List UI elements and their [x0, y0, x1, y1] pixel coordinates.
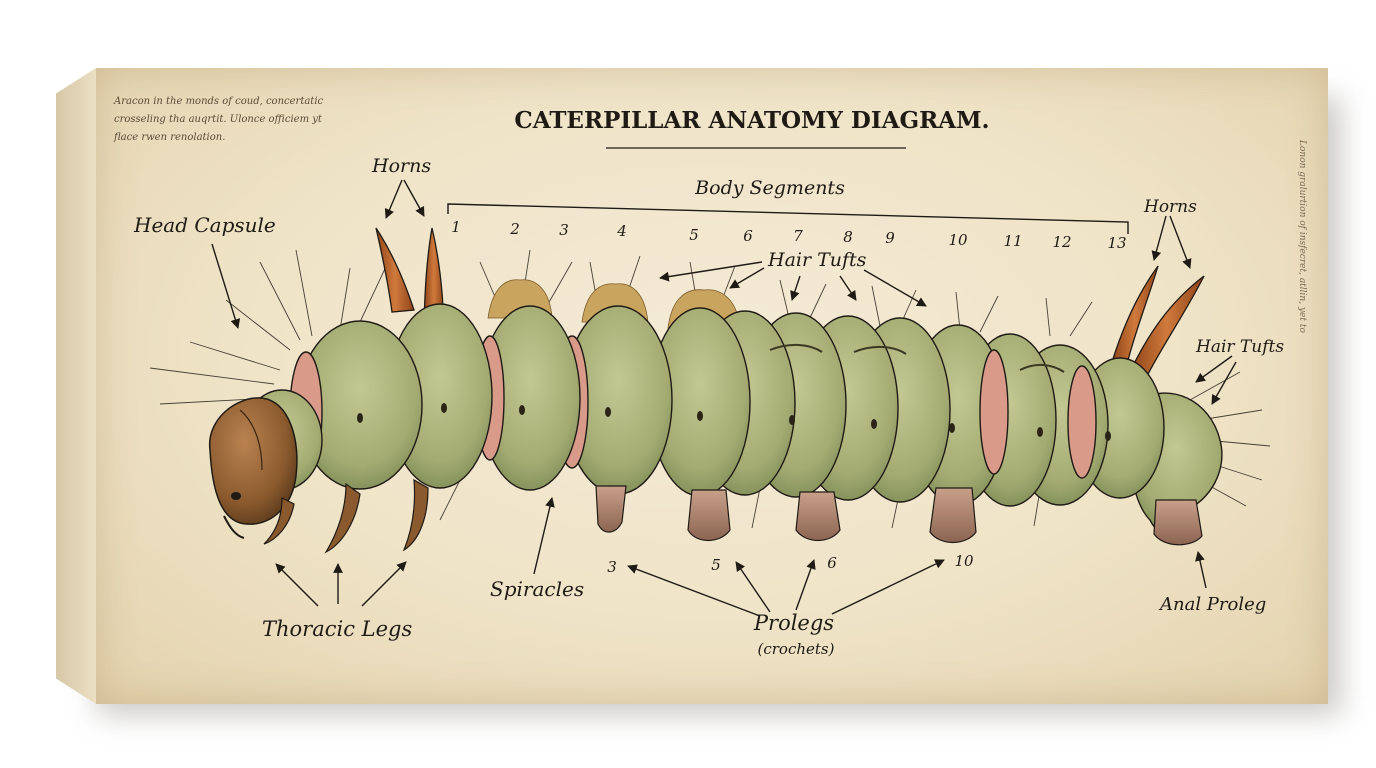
label-horns-rear: Horns: [1143, 197, 1197, 217]
label-horns-front: Horns: [371, 155, 431, 177]
proleg-5: [688, 490, 730, 541]
label-body-segments: Body Segments: [694, 177, 845, 199]
label-spiracles: Spiracles: [490, 577, 584, 601]
segment-number-10: 10: [948, 231, 968, 249]
body-segments-bracket: [448, 204, 1128, 234]
segment-number-5: 5: [689, 226, 699, 244]
segment-number-9: 9: [885, 229, 895, 247]
proleg-6: [796, 492, 840, 541]
proleg-number-6: 6: [827, 554, 837, 572]
segment-numbers: 1 2 3 4 5 6 7 8 9 10 11 12 13: [451, 218, 1126, 252]
segment-number-4: 4: [616, 222, 627, 240]
diagram-title: CATERPILLAR ANATOMY DIAGRAM.: [514, 107, 989, 134]
segment-number-6: 6: [743, 227, 753, 245]
thoracic-leg-3: [404, 480, 428, 550]
segment-number-13: 13: [1107, 234, 1126, 252]
note-top-left: Aracon in the monds of coud, concertatic…: [113, 96, 324, 143]
proleg-anal: [1154, 500, 1202, 545]
note-line-3: flace rwen renolation.: [113, 132, 225, 143]
segment-number-2: 2: [509, 220, 520, 238]
segment-number-3: 3: [559, 221, 569, 239]
membrane-12: [1068, 366, 1096, 478]
segment-number-12: 12: [1052, 233, 1071, 251]
note-line-2: crosseling tha auqrtit. Ulonce officiem …: [114, 114, 323, 125]
segment-number-1: 1: [451, 218, 461, 236]
proleg-10: [930, 488, 976, 543]
label-head-capsule: Head Capsule: [133, 213, 276, 237]
membrane-10: [980, 350, 1008, 474]
segment-number-11: 11: [1003, 232, 1022, 250]
proleg-3: [596, 486, 626, 532]
label-thoracic-legs: Thoracic Legs: [262, 617, 412, 641]
note-line-1: Aracon in the monds of coud, concertatic: [113, 96, 324, 107]
proleg-number-5: 5: [711, 556, 721, 574]
caterpillar-illustration: [150, 228, 1270, 552]
segment-number-7: 7: [793, 227, 803, 245]
segment-number-8: 8: [843, 228, 853, 246]
head-eye: [231, 492, 241, 500]
label-hair-tufts-rear: Hair Tufts: [1195, 337, 1284, 357]
horn-front-left: [376, 228, 414, 312]
thoracic-leg-2: [326, 484, 360, 552]
proleg-number-10: 10: [954, 552, 974, 570]
label-anal-proleg: Anal Proleg: [1158, 594, 1266, 615]
label-prolegs: Prolegs: [753, 611, 834, 635]
label-hair-tufts-center: Hair Tufts: [767, 249, 867, 271]
body-segments: [242, 304, 1222, 531]
proleg-number-3: 3: [607, 558, 617, 576]
label-prolegs-note: (crochets): [758, 640, 835, 658]
note-right-edge: Lonon gralurtion of insfecret, atllin, y…: [1297, 139, 1307, 333]
